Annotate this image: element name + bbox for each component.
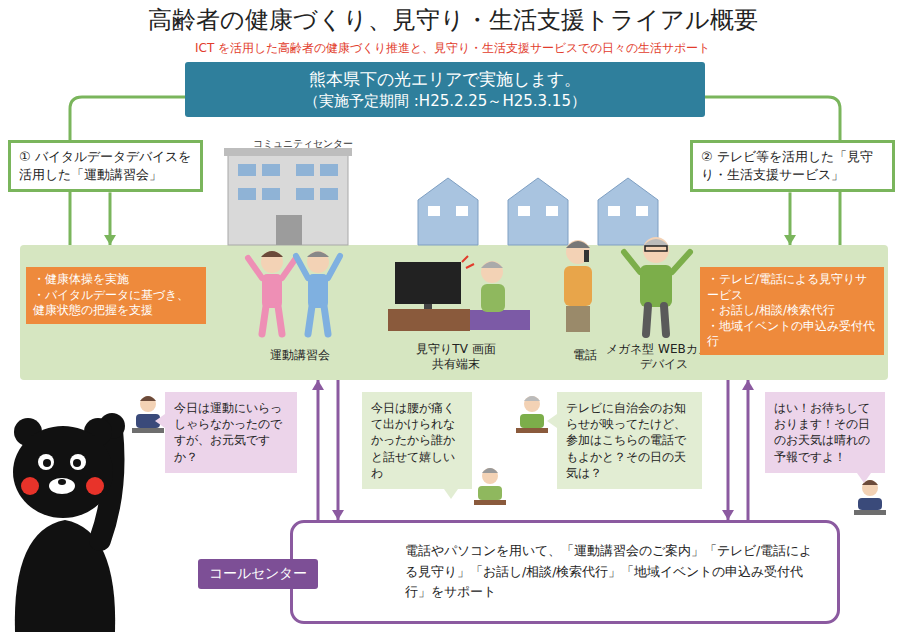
- flow-arrow: [727, 380, 730, 520]
- tv-woman: [388, 256, 530, 331]
- ground-band: [20, 245, 888, 380]
- node-text: はい！お待ちしております！その日のお天気は晴れの予報ですよ！: [774, 400, 876, 465]
- picture-caption: 見守りTV 画面共有端末: [411, 342, 501, 372]
- node-text: テレビに自治会のお知らせが映ってたけど、参加はこちらの電話でもよかと？その日の天…: [566, 400, 693, 481]
- flow-arrow: [109, 192, 112, 245]
- diagram-title: 高齢者の健康づくり、見守り・生活支援トライアル概要: [0, 4, 905, 36]
- speech-bubble: テレビに自治会のお知らせが映ってたけど、参加はこちらの電話でもよかと？その日の天…: [557, 392, 702, 489]
- houses: [418, 178, 658, 245]
- speech-bubble: はい！お待ちしております！その日のお天気は晴れの予報ですよ！: [765, 392, 885, 473]
- speech-bubble: 今日は腰が痛くて出かけられなかったから誰かと話せて嬉しいわ: [362, 392, 472, 489]
- speech-bubble: 今日は運動にいらっしゃらなかったのですが、お元気ですか？: [165, 392, 297, 473]
- service-box: ② テレビ等を活用した「見守り・生活支援サービス」: [690, 140, 895, 192]
- service-box: ① バイタルデータデバイスを活用した「運動講習会」: [8, 140, 203, 192]
- node-body: ・バイタルデータに基づき、健康状態の把握を支援: [33, 288, 199, 319]
- area-band: 運動講習会見守りTV 画面共有端末電話メガネ型 WEBカメラデバイス・健康体操を…: [20, 245, 888, 380]
- node-body: （実施予定期間 :H25.2.25～H25.3.15）: [193, 91, 697, 111]
- building-label: コミュニティセンター: [238, 137, 368, 151]
- flow-arrow: [337, 380, 340, 520]
- community-center: [224, 148, 352, 245]
- picture-caption: 運動講習会: [260, 348, 340, 363]
- exercising-people: [248, 251, 340, 334]
- node-text: 今日は運動にいらっしゃらなかったのですが、お元気ですか？: [174, 400, 288, 465]
- node-text: ・テレビ/電話による見守りサービス: [707, 272, 877, 303]
- flow-arrow: [747, 380, 750, 520]
- node-text: 今日は腰が痛くて出かけられなかったから誰かと話せて嬉しいわ: [371, 400, 463, 481]
- call-center-box: コールセンター電話やパソコンを用いて、「運動講習会のご案内」「テレビ/電話による…: [290, 520, 840, 624]
- node-text: ・健康体操を実施: [33, 272, 199, 288]
- picture-caption: 電話: [565, 348, 605, 363]
- phone-woman: [564, 240, 592, 332]
- node-body: 電話やパソコンを用いて、「運動講習会のご案内」「テレビ/電話による見守り」「お話…: [405, 541, 825, 603]
- flow-arrow: [789, 192, 792, 245]
- node-body: ・地域イベントの申込み受付代行: [707, 319, 877, 350]
- feature-box: ・テレビ/電話による見守りサービス・お話し/相談/検索代行・地域イベントの申込み…: [700, 267, 884, 355]
- node-body: ・お話し/相談/検索代行: [707, 303, 877, 319]
- subtitle: ICT を活用した高齢者の健康づくり推進と、見守り・生活支援サービスでの日々の生…: [0, 40, 905, 57]
- feature-box: ・健康体操を実施・バイタルデータに基づき、健康状態の把握を支援: [26, 267, 206, 324]
- node-text: ② テレビ等を活用した「見守り・生活支援サービス」: [701, 148, 884, 184]
- node-text: ① バイタルデータデバイスを活用した「運動講習会」: [19, 148, 192, 184]
- node-text: コールセンター: [198, 559, 318, 589]
- kumamon: [13, 413, 125, 632]
- node-text: 熊本県下の光エリアで実施します。: [193, 68, 697, 91]
- flow-arrow: [317, 380, 320, 520]
- header-box: 熊本県下の光エリアで実施します。（実施予定期間 :H25.2.25～H25.3.…: [185, 62, 705, 117]
- glasses-man: [624, 237, 690, 334]
